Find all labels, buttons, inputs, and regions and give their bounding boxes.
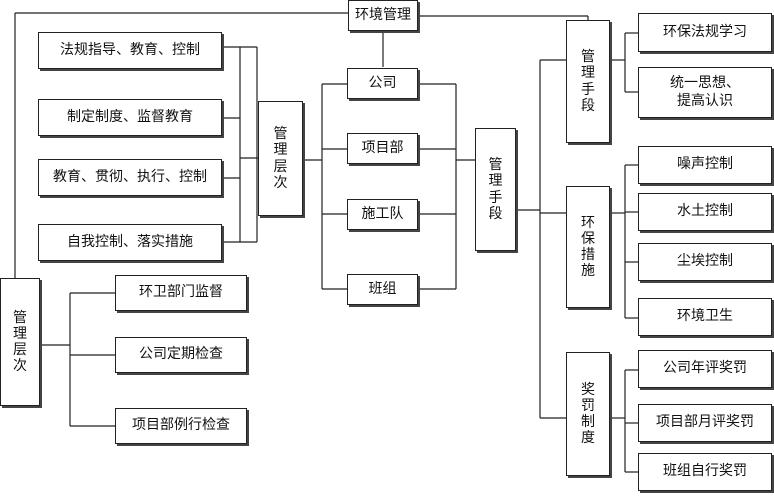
bottom-left-hub-label: 管理层次 xyxy=(13,309,27,375)
bottom-left-item-box: 项目部例行检查 xyxy=(115,408,247,444)
org-level-box: 施工队 xyxy=(347,199,418,230)
right-item-box: 公司年评奖罚 xyxy=(638,350,772,388)
right-group-box: 奖罚制度 xyxy=(566,352,610,476)
left-hub-item-box: 法规指导、教育、控制 xyxy=(38,32,222,69)
org-level-box: 公司 xyxy=(347,68,418,99)
right-group-box: 环保措施 xyxy=(566,186,610,308)
top-node-box: 环境管理 xyxy=(348,0,418,31)
right-group-label: 奖罚制度 xyxy=(581,381,595,447)
right-group-label: 环保措施 xyxy=(581,214,595,280)
right-item-box: 水土控制 xyxy=(638,193,772,231)
right-item-label: 提高认识 xyxy=(677,92,733,109)
bottom-left-item-box: 公司定期检查 xyxy=(115,337,247,373)
right-item-label: 尘埃控制 xyxy=(677,253,733,270)
right-item-label: 统一思想、 xyxy=(670,75,740,91)
right-item-label: 水土控制 xyxy=(677,203,733,220)
right-item-label: 环保法规学习 xyxy=(663,23,747,40)
right-item-box: 班组自行奖罚 xyxy=(638,453,772,491)
right-hub-box: 管理手段 xyxy=(475,128,516,251)
right-item-label: 噪声控制 xyxy=(677,156,733,173)
right-item-box: 尘埃控制 xyxy=(638,243,772,281)
left-hub-item-box: 自我控制、落实措施 xyxy=(38,224,222,261)
left-hub-box: 管理层次 xyxy=(258,101,303,216)
right-item-label: 班组自行奖罚 xyxy=(663,463,747,480)
bottom-left-hub-box: 管理层次 xyxy=(0,278,40,406)
left-hub-item-box: 教育、贯彻、执行、控制 xyxy=(38,159,222,196)
bottom-left-item-box: 环卫部门监督 xyxy=(115,275,247,311)
left-hub-item-box: 制定制度、监督教育 xyxy=(38,99,222,136)
right-group-label: 管理手段 xyxy=(581,49,595,114)
left-hub-label: 管理层次 xyxy=(273,126,288,191)
right-item-box: 环保法规学习 xyxy=(638,13,772,52)
right-group-box: 管理手段 xyxy=(566,20,610,143)
org-level-box: 班组 xyxy=(347,274,418,305)
org-level-box: 项目部 xyxy=(347,133,418,164)
right-hub-label: 管理手段 xyxy=(488,157,503,222)
right-item-box: 噪声控制 xyxy=(638,146,772,184)
right-item-box: 项目部月评奖罚 xyxy=(638,404,772,442)
right-item-label: 项目部月评奖罚 xyxy=(656,414,754,431)
right-item-box: 统一思想、 提高认识 xyxy=(638,67,772,118)
right-item-label: 公司年评奖罚 xyxy=(663,360,747,377)
right-item-label: 环境卫生 xyxy=(677,308,733,325)
right-item-box: 环境卫生 xyxy=(638,298,772,336)
